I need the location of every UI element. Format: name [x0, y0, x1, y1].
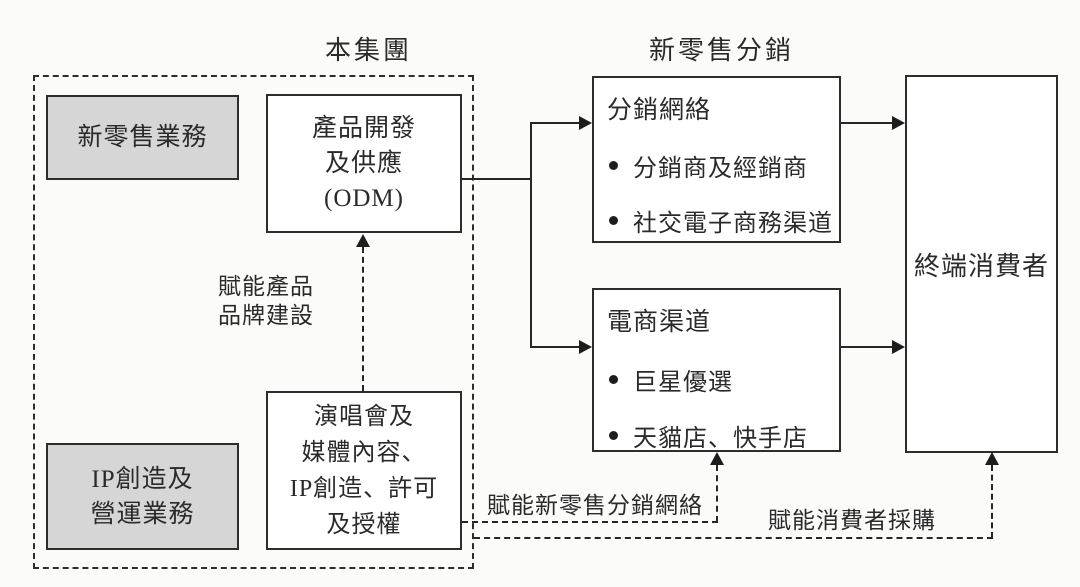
box-ip-creation-operation: IP創造及 營運業務	[46, 443, 239, 550]
bullet-icon	[609, 431, 618, 440]
region-label-group: 本集團	[325, 36, 413, 65]
box-content-and-licensing: 演唱會及 媒體內容、 IP創造、許可 及授權	[266, 391, 462, 550]
box-new-retail-business: 新零售業務	[46, 95, 239, 180]
dashed-connector-distribution-h	[462, 521, 718, 523]
distribution-network-bullet-2: 社交電子商務渠道	[609, 203, 833, 238]
connector-branch-top	[530, 122, 579, 124]
box-product-development-line3: (ODM)	[324, 185, 404, 212]
box-end-consumers: 終端消費者	[905, 75, 1058, 453]
box-distribution-network: 分銷網絡 分銷商及經銷商 社交電子商務渠道	[592, 76, 841, 243]
distribution-network-title: 分銷網絡	[607, 97, 712, 124]
flow-label-brand-line2: 品牌建設	[218, 303, 314, 328]
bullet-icon	[609, 375, 618, 384]
dashed-connector-brand	[362, 247, 364, 391]
ecommerce-channels-title: 電商渠道	[607, 309, 712, 336]
box-content-line2: 媒體內容、	[301, 439, 427, 466]
box-product-development-line1: 產品開發	[311, 115, 416, 142]
box-ip-creation-line2: 營運業務	[90, 500, 195, 528]
box-content-line1: 演唱會及	[314, 403, 414, 430]
arrowhead-consumer-top	[892, 116, 905, 130]
bullet-icon	[609, 216, 618, 225]
box-product-development-line2: 及供應	[324, 150, 403, 177]
flow-label-empower-product-brand: 賦能產品 品牌建設	[210, 272, 322, 330]
box-new-retail-business-label: 新零售業務	[77, 124, 208, 151]
arrowhead-into-ecommerce-bottom	[710, 452, 724, 465]
box-ecommerce-channels: 電商渠道 巨星優選 天貓店、快手店	[592, 288, 841, 452]
distribution-network-bullet-1-text: 分銷商及經銷商	[633, 156, 808, 182]
dashed-connector-consumer-h	[474, 537, 993, 539]
arrowhead-into-ecommerce-channels	[579, 340, 592, 354]
arrowhead-into-odm	[356, 234, 370, 247]
box-content-line3: IP創造、許可	[289, 475, 439, 502]
connector-distribution-to-consumer	[841, 122, 892, 124]
connector-ecommerce-to-consumer	[841, 346, 892, 348]
ecommerce-channels-bullet-1-text: 巨星優選	[633, 370, 733, 396]
flow-label-brand-line1: 賦能產品	[218, 274, 314, 299]
dashed-connector-distribution-v	[716, 465, 718, 522]
bullet-icon	[609, 161, 618, 170]
flow-label-empower-distribution: 賦能新零售分銷網絡	[487, 493, 703, 518]
box-content-line4: 及授權	[326, 511, 402, 538]
box-end-consumers-label: 終端消費者	[913, 251, 1049, 281]
ecommerce-channels-bullet-2: 天貓店、快手店	[609, 418, 808, 453]
box-ip-creation-line1: IP創造及	[91, 465, 194, 493]
region-label-new-retail-distribution: 新零售分銷	[649, 36, 795, 65]
flow-label-empower-consumer: 賦能消費者採購	[768, 508, 936, 533]
ecommerce-channels-bullet-2-text: 天貓店、快手店	[633, 426, 808, 452]
arrowhead-into-distribution-network	[579, 116, 592, 130]
ecommerce-channels-bullet-1: 巨星優選	[609, 362, 733, 397]
distribution-network-bullet-2-text: 社交電子商務渠道	[633, 211, 833, 237]
distribution-network-bullet-1: 分銷商及經銷商	[609, 148, 808, 183]
connector-branch-bottom	[530, 346, 579, 348]
connector-odm-out	[462, 178, 532, 180]
box-product-development: 產品開發 及供應 (ODM)	[266, 94, 462, 233]
arrowhead-into-consumer-bottom	[985, 452, 999, 465]
dashed-connector-consumer-v	[991, 465, 993, 538]
connector-trunk	[530, 122, 532, 348]
group-dashed-boundary	[33, 75, 474, 569]
arrowhead-consumer-bottom	[892, 340, 905, 354]
